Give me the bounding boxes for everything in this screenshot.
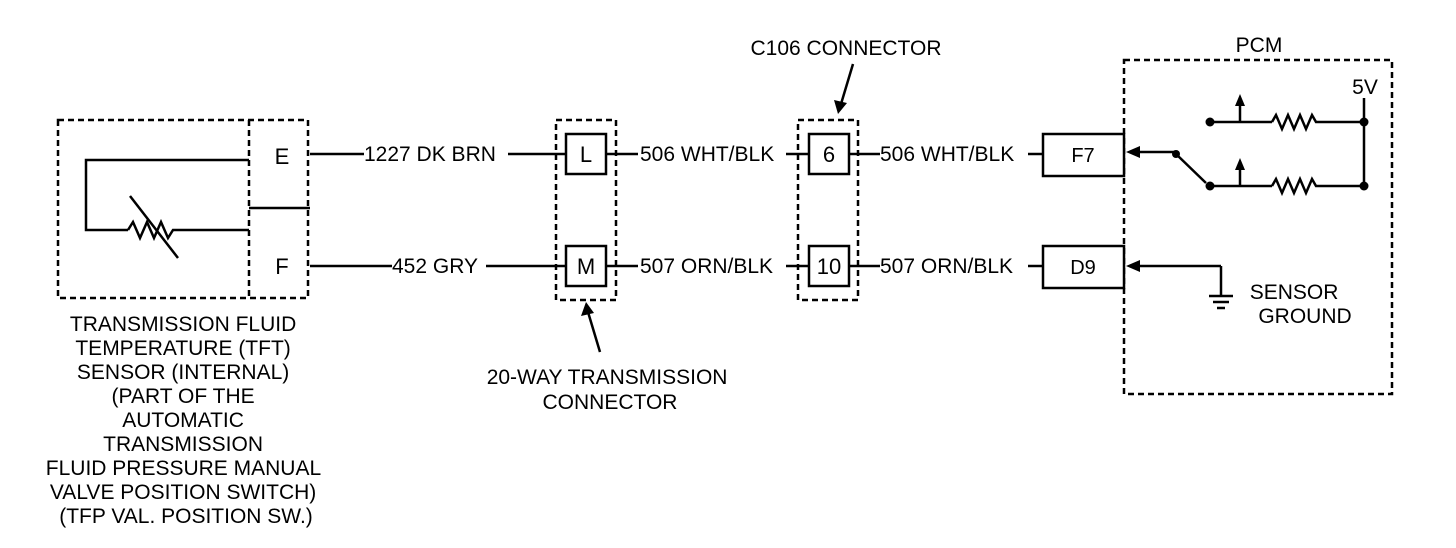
wire-label-1227: 1227 DK BRN <box>364 143 496 166</box>
c106-pin-10: 10 <box>817 254 841 279</box>
twenty-way-label: 20-WAY TRANSMISSION CONNECTOR <box>487 366 734 414</box>
switch-blade <box>1175 153 1207 184</box>
thermistor-lead-top <box>84 158 249 232</box>
lower-resistor-icon <box>1270 175 1364 197</box>
twenty-way-pin-m: M <box>577 254 595 279</box>
pcm-pin-d9-box <box>1041 244 1126 290</box>
sensor-ground-label: SENSOR GROUND <box>1250 281 1352 328</box>
twenty-way-pointer-arrowhead <box>581 302 594 316</box>
pcm-pin-f7: F7 <box>1071 145 1094 167</box>
twenty-way-pointer-line <box>586 311 602 353</box>
thermistor-variable-arrow <box>129 195 179 259</box>
pcm-module: PCM F7 D9 5V <box>1041 34 1394 396</box>
c106-housing <box>796 118 860 302</box>
thermistor-icon <box>126 218 249 242</box>
wire-label-506-a: 506 WHT/BLK <box>640 143 774 166</box>
wire-label-507-b: 507 ORN/BLK <box>880 255 1013 278</box>
twenty-way-connector: L M <box>554 118 618 302</box>
twenty-way-pin-l: L <box>580 142 592 167</box>
pcm-f7-arrowhead <box>1126 146 1140 158</box>
c106-pointer-line <box>839 63 855 105</box>
upper-branch-arrowhead <box>1235 94 1245 106</box>
tft-sensor-label: TRANSMISSION FLUID TEMPERATURE (TFT) SEN… <box>46 313 326 528</box>
pcm-pin-f7-box <box>1041 132 1126 178</box>
tft-pin-e: E <box>275 144 290 169</box>
c106-pointer-arrowhead <box>834 100 847 114</box>
twenty-way-pin-l-box <box>564 132 608 176</box>
twenty-way-housing <box>554 118 618 302</box>
wire-label-507-a: 507 ORN/BLK <box>640 255 773 278</box>
c106-pin-6: 6 <box>823 142 835 167</box>
wire-label-506-b: 506 WHT/BLK <box>880 143 1014 166</box>
tft-sensor-housing <box>56 118 310 300</box>
ground-icon <box>1209 294 1233 310</box>
c106-connector: 6 10 <box>796 118 860 302</box>
tft-pin-f: F <box>275 254 288 279</box>
pcm-d9-arrowhead <box>1126 260 1140 272</box>
pcm-housing <box>1122 58 1394 396</box>
c106-label: C106 CONNECTOR <box>751 37 942 60</box>
tft-sensor: E F <box>56 118 310 300</box>
lower-branch-arrowhead <box>1235 158 1245 170</box>
upper-resistor-icon <box>1270 111 1364 133</box>
pcm-pin-d9: D9 <box>1070 257 1096 279</box>
5v-label: 5V <box>1352 76 1378 99</box>
pcm-label: PCM <box>1236 34 1283 57</box>
wire-label-452: 452 GRY <box>392 255 478 278</box>
